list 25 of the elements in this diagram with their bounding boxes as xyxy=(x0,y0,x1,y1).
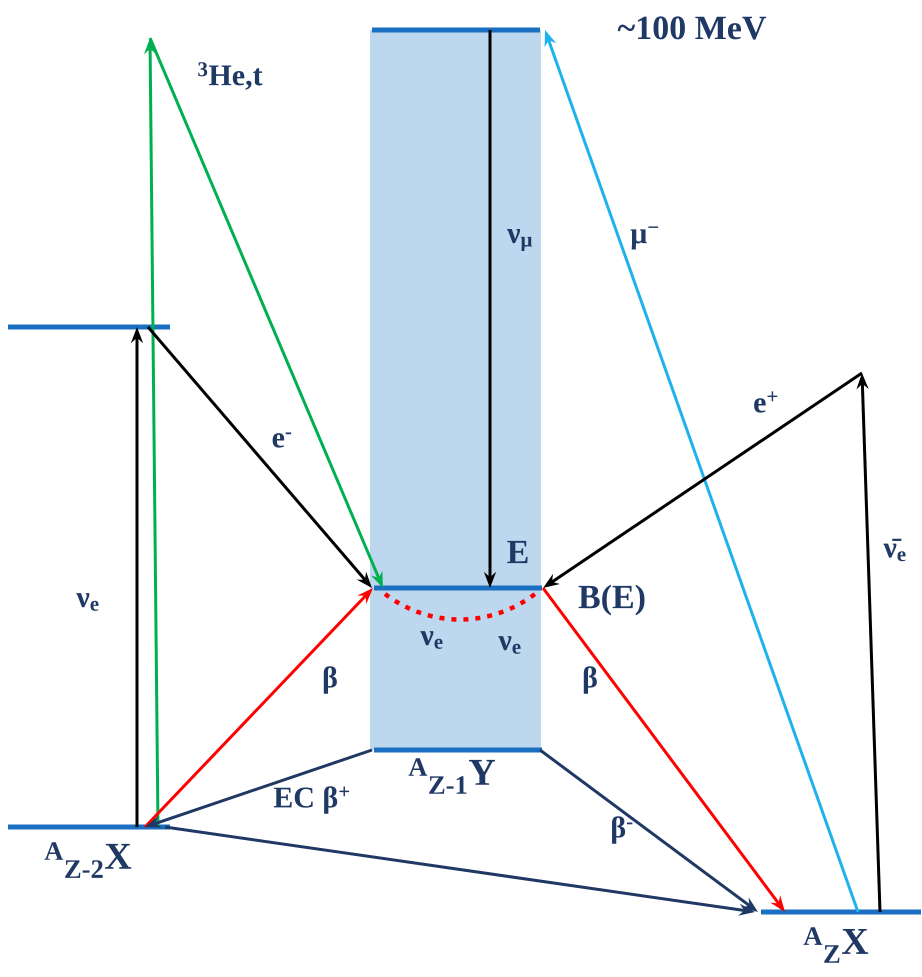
level-label: A$_{Z}$X xyxy=(804,927,868,963)
neutrino-label: ν$_{e}$ xyxy=(498,636,521,654)
energy-level xyxy=(374,586,542,590)
energy-level xyxy=(374,748,542,752)
edge-label: ν̄$_{e}$ xyxy=(883,538,906,562)
edge-label: EC β$^{+}$ xyxy=(274,786,350,814)
edge-label: ν$_{e}$ xyxy=(76,593,99,611)
level-label: E xyxy=(507,540,528,564)
edge-label: β xyxy=(584,666,597,694)
energy-level xyxy=(8,824,170,830)
energy-level xyxy=(761,910,921,914)
edge-label: β$^{-}$ xyxy=(612,816,632,844)
edge-label: ν$_{μ}$ xyxy=(507,229,532,251)
neutrino-label: ν$_{e}$ xyxy=(420,631,443,649)
energy-level xyxy=(372,28,540,32)
level-label: A$_{Z-1}$Y xyxy=(408,758,496,794)
edge-label: μ$^{−}$ xyxy=(630,226,658,250)
edge-label: e$^{+}$ xyxy=(754,391,778,413)
edge-label: e$^{-}$ xyxy=(272,432,292,448)
level-label: A$_{Z-2}$X xyxy=(44,842,132,878)
energy-level xyxy=(8,324,170,330)
edge-label: β xyxy=(324,666,337,694)
edge-label: $^{3}$He,t xyxy=(198,62,262,90)
level-label: B(E) xyxy=(578,584,645,616)
level-label: ~100 MeV xyxy=(618,16,766,40)
